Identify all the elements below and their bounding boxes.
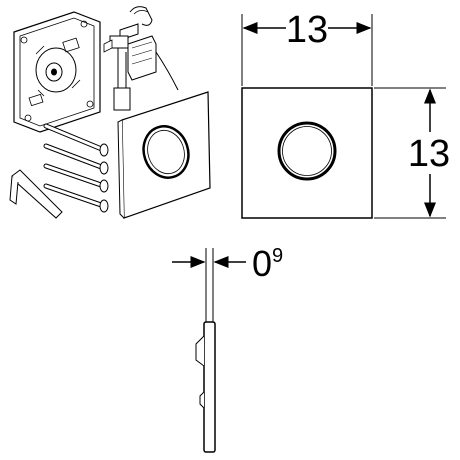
thickness-label-superscript: 9 [272,245,283,267]
thickness-label: 09 [252,243,283,284]
front-view: 13 13 [241,9,450,219]
screw [43,163,109,193]
screw [43,143,109,175]
height-label: 13 [408,133,450,175]
width-label: 13 [286,9,328,51]
hex-key [9,169,63,219]
flush-button [282,126,332,176]
height-dimension: 13 [374,87,450,219]
thickness-dimension: 09 [172,243,283,284]
cover-plate-side [195,321,216,453]
side-view: 09 [172,243,283,453]
thickness-label-base: 0 [252,243,272,284]
screw-set [43,123,109,213]
mounting-frame [13,11,101,133]
screw [43,123,109,157]
solenoid-valve [103,6,179,111]
cover-plate-perspective [117,91,211,219]
parts-kit [9,6,211,219]
width-dimension: 13 [241,9,373,86]
screw [43,183,109,213]
